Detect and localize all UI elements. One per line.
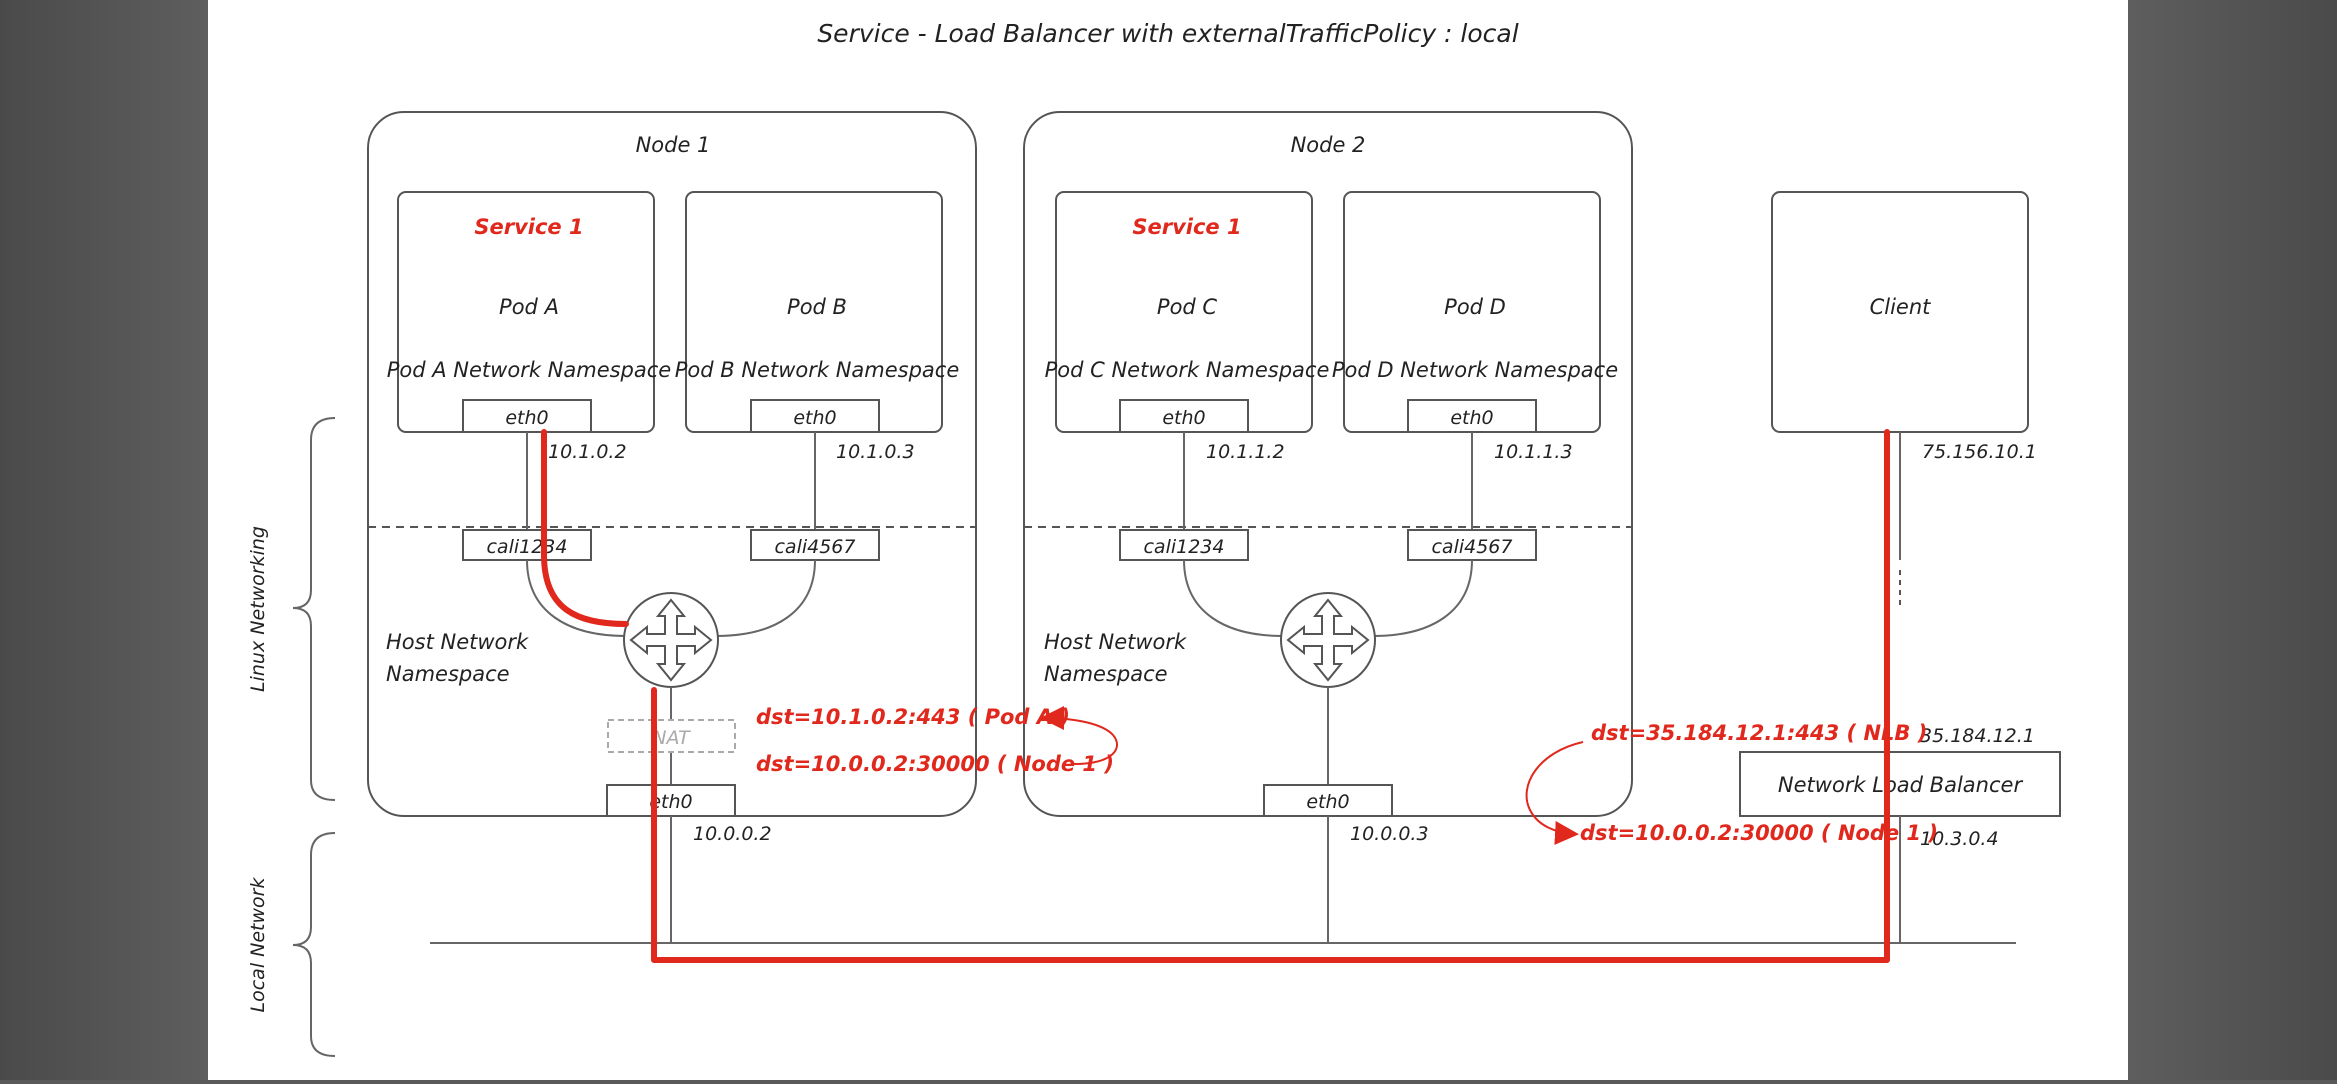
pod-a-eth0-label: eth0 [505,407,548,429]
client-ip: 75.156.10.1 [1922,441,2037,463]
nlb-label: Network Load Balancer [1778,773,2024,797]
node-1-cali1234-label: cali1234 [486,536,567,558]
node-1-eth0-ip: 10.0.0.2 [693,823,772,845]
traffic-path-router-to-pod-a [541,429,629,627]
node-2-label: Node 2 [1291,133,1366,157]
node-1-nat-arrow [1040,706,1119,765]
pod-c-name: Pod C [1157,295,1218,319]
left-backdrop [0,0,208,1080]
diagram-svg: Service - Load Balancer with externalTra… [247,19,2061,1057]
nlb-public-ip: 35.184.12.1 [1920,725,2035,747]
pod-a-ip: 10.1.0.2 [548,441,627,463]
pod-c-ip: 10.1.1.2 [1206,441,1285,463]
node-2-service-label: Service 1 [1132,215,1241,239]
pod-c-eth0-label: eth0 [1162,407,1205,429]
node-1: Node 1 Service 1 Pod A Pod A Network Nam… [367,111,977,943]
right-backdrop [2128,0,2337,1080]
pod-c-namespace: Pod C Network Namespace [1045,358,1330,382]
node-1-cali4567-label: cali4567 [774,536,855,558]
cali1234-to-router [526,559,627,637]
pod-a-name: Pod A [499,295,559,319]
node-1-annotation-1: dst=10.1.0.2:443 ( Pod A ) [756,705,1070,729]
nlb-annotation-1: dst=35.184.12.1:443 ( NLB ) [1591,721,1927,745]
local-network-label: Local Network [247,877,269,1013]
nat-label: NAT [652,727,691,749]
node-1-label: Node 1 [636,133,711,157]
linux-networking-label: Linux Networking [247,526,269,692]
node-2: Node 2 Service 1 Pod C Pod C Network Nam… [1023,111,1633,943]
local-network-brace [292,832,336,1057]
router-icon [1280,592,1376,688]
pod-d-ip: 10.1.1.3 [1494,441,1573,463]
node-2-cali1234-to-router [1183,559,1284,637]
node-2-cali1234-label: cali1234 [1143,536,1224,558]
node-2-host-ns-line1: Host Network [1044,630,1187,654]
node-1-host-ns-line1: Host Network [386,630,529,654]
pod-b-eth0-label: eth0 [793,407,836,429]
linux-networking-brace [292,417,336,801]
router-icon [623,592,719,688]
node-2-host-ns-line2: Namespace [1044,662,1168,686]
node-1-host-ns-line2: Namespace [386,662,510,686]
cali4567-to-router [715,559,816,637]
node-2-cali4567-to-router [1372,559,1473,637]
client-label: Client [1870,295,1932,319]
pod-b-ip: 10.1.0.3 [836,441,915,463]
pod-d-namespace: Pod D Network Namespace [1332,358,1618,382]
traffic-path-client-to-node1 [651,429,1890,963]
node-2-eth0-label: eth0 [1306,791,1349,813]
pod-b-namespace: Pod B Network Namespace [675,358,960,382]
pod-a-namespace: Pod A Network Namespace [387,358,671,382]
node-2-cali4567-label: cali4567 [1431,536,1512,558]
pod-d-name: Pod D [1444,295,1506,319]
nlb-private-ip: 10.3.0.4 [1920,828,1999,850]
pod-b-name: Pod B [787,295,847,319]
client-and-nlb: Client 75.156.10.1 Network Load Balancer… [1739,191,2061,943]
nat-box [607,719,736,753]
diagram-canvas: Service - Load Balancer with externalTra… [208,0,2128,1080]
node-1-service-label: Service 1 [474,215,583,239]
traffic-path [541,429,1890,963]
node-1-eth0-label: eth0 [649,791,692,813]
nlb-annotation-2: dst=10.0.0.2:30000 ( Node 1 ) [1580,821,1938,845]
page-title: Service - Load Balancer with externalTra… [817,19,1518,48]
nlb-rewrite-arrow [1525,741,1584,845]
pod-d-eth0-label: eth0 [1450,407,1493,429]
node-2-eth0-ip: 10.0.0.3 [1350,823,1429,845]
node-1-annotation-2: dst=10.0.0.2:30000 ( Node 1 ) [756,752,1114,776]
